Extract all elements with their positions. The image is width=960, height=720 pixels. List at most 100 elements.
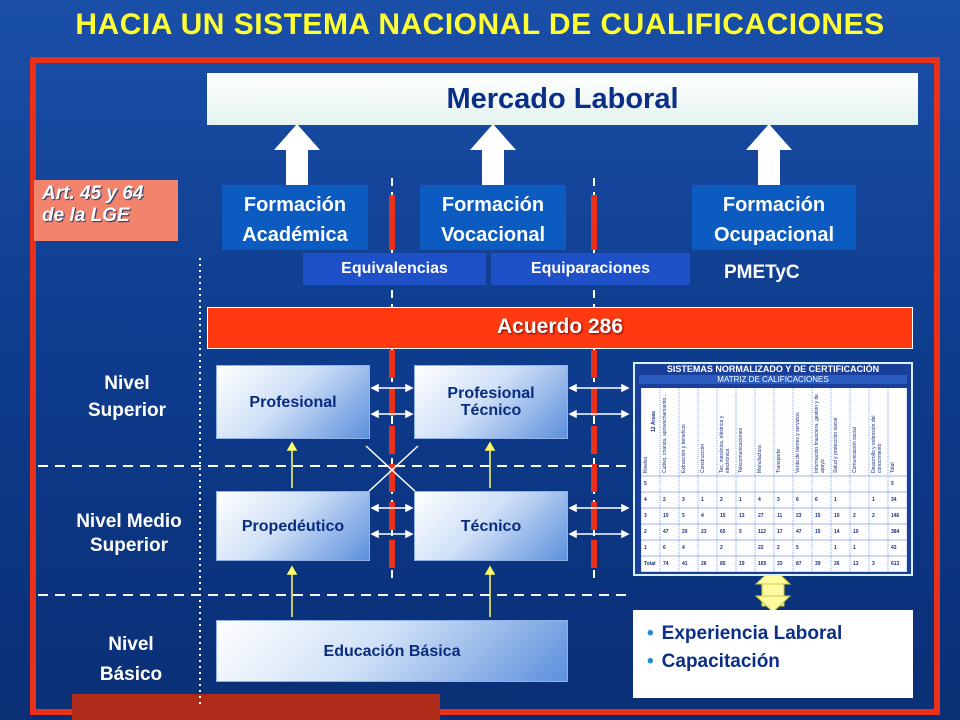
matrix-gridlines (641, 388, 907, 572)
labor-market-title: Mercado Laboral (446, 82, 679, 115)
matrix-cell: 47 (663, 529, 669, 535)
matrix-cell: 65 (720, 529, 726, 535)
vocational-training-line2: Vocacional (440, 224, 546, 246)
matrix-cell: 5 (644, 481, 647, 487)
tecnico-box: Técnico (414, 491, 568, 561)
matrix-cell: 41 (682, 561, 688, 567)
matrix-cell: 1 (644, 545, 647, 551)
level-basico: Nivel Básico (76, 630, 186, 690)
level-basico-line1: Nivel (108, 634, 154, 655)
matrix-cell: 1 (872, 497, 875, 503)
occupational-training-box: Formación Ocupacional (692, 185, 856, 250)
matrix-cell: 2 (720, 545, 723, 551)
academic-training-line1: Formación (243, 194, 347, 216)
matrix-column-header: Extracción y beneficio (681, 424, 687, 473)
educacion-basica-box: Educación Básica (216, 620, 568, 682)
vocational-training-line1: Formación (441, 194, 545, 216)
matrix-cell: 39 (815, 561, 821, 567)
educacion-basica-text: Educación Básica (323, 642, 461, 660)
matrix-cell: 3 (872, 561, 875, 567)
matrix-cell: 2 (872, 513, 875, 519)
legal-reference-line1: Art. 45 y 64 (42, 183, 144, 204)
experience-list: Experiencia Laboral Capacitación (647, 620, 913, 676)
experience-box: Experiencia Laboral Capacitación (633, 610, 913, 698)
profesional-tecnico-box: Profesional Técnico (414, 365, 568, 439)
matrix-cell: 14 (834, 529, 840, 535)
agreement-286-text: Acuerdo 286 (496, 315, 624, 338)
matrix-cell: 5 (682, 513, 685, 519)
matrix-cell: 43 (891, 545, 897, 551)
matrix-cell: 87 (796, 561, 802, 567)
matrix-cell: 2 (853, 513, 856, 519)
matrix-cell: 3 (777, 497, 780, 503)
matrix-cell: 26 (701, 561, 707, 567)
vocational-training-box: Formación Vocacional (420, 185, 566, 250)
matrix-cell: 15 (720, 513, 726, 519)
matrix-column-header: Niveles (643, 456, 649, 473)
equiparaciones-text: Equiparaciones (530, 260, 651, 277)
up-arrow-icon (274, 124, 320, 186)
matrix-cell: 23 (796, 513, 802, 519)
equivalencias-label: Equivalencias (303, 253, 486, 285)
agreement-286-bar: Acuerdo 286 (207, 307, 913, 349)
matrix-column-header: Salud y protección social (833, 417, 839, 473)
occupational-training-line2: Ocupacional (713, 224, 835, 246)
matrix-column-header: Comunicación social (852, 427, 858, 473)
matrix-column-header: Total (890, 462, 896, 473)
matrix-cell: 19 (739, 561, 745, 567)
experience-item: Capacitación (647, 648, 913, 676)
matrix-cell: 33 (777, 561, 783, 567)
matrix-cell: 34 (891, 497, 897, 503)
matrix-cell: 4 (644, 497, 647, 503)
matrix-column-header: Telecomunicaciones (738, 427, 744, 473)
matrix-column-header: Tec. mecánica, eléctrica y electrónica (719, 415, 731, 473)
matrix-cell: 4 (701, 513, 704, 519)
matrix-cell: 1 (701, 497, 704, 503)
level-superior: Nivel Superior (72, 370, 182, 424)
matrix-cell: 11 (777, 513, 783, 519)
equiparaciones-label: Equiparaciones (491, 253, 690, 285)
level-medio-line1: Nivel Medio (76, 511, 182, 532)
legal-reference-line2: de la LGE (42, 205, 130, 226)
matrix-cell: 17 (777, 529, 783, 535)
academic-training-line2: Académica (242, 224, 348, 246)
matrix-cell: 1 (853, 545, 856, 551)
slide-title: HACIA UN SISTEMA NACIONAL DE CUALIFICACI… (75, 8, 885, 41)
occupational-training-line1: Formación (722, 194, 826, 216)
matrix-column-header: Desarrollo y extensión del conocimiento (871, 415, 883, 473)
matrix-cell: 1 (834, 497, 837, 503)
matrix-cell: 6 (815, 497, 818, 503)
matrix-cell: 1 (834, 545, 837, 551)
matrix-cell: 2 (663, 497, 666, 503)
matrix-cell: Total (644, 561, 656, 567)
profesional-tecnico-line2: Técnico (460, 402, 522, 419)
matrix-column-header: Cultivo, crianza, aprovechamiento... (662, 393, 668, 473)
matrix-cell: 613 (891, 561, 900, 567)
matrix-cell: 15 (815, 513, 821, 519)
profesional-text: Profesional (249, 393, 337, 411)
matrix-cell: 3 (682, 497, 685, 503)
qualification-matrix: SISTEMAS NORMALIZADO Y DE CERTIFICACIÓN … (633, 362, 913, 576)
matrix-cell: 6 (663, 545, 666, 551)
equivalencias-text: Equivalencias (341, 260, 448, 277)
profesional-tecnico-line1: Profesional (447, 385, 535, 402)
matrix-cell: 13 (739, 513, 745, 519)
matrix-cell: 2 (777, 545, 780, 551)
matrix-subtitle: MATRIZ DE CALIFICACIONES (639, 375, 907, 384)
matrix-cell: 27 (758, 513, 764, 519)
matrix-cell: 3 (644, 513, 647, 519)
matrix-cell: 6 (796, 497, 799, 503)
matrix-cell: 13 (853, 561, 859, 567)
matrix-column-header: Construcción (700, 443, 706, 473)
up-arrow-icon (746, 124, 792, 186)
academic-training-box: Formación Académica (222, 185, 368, 250)
level-medio-line2: Superior (89, 535, 169, 556)
matrix-cell: 26 (834, 561, 840, 567)
red-frame (30, 57, 940, 715)
matrix-cell: 20 (682, 529, 688, 535)
legal-reference: Art. 45 y 64 de la LGE (34, 180, 178, 241)
matrix-cell: 22 (758, 545, 764, 551)
matrix-cell: 4 (682, 545, 685, 551)
matrix-cell: 4 (758, 497, 761, 503)
